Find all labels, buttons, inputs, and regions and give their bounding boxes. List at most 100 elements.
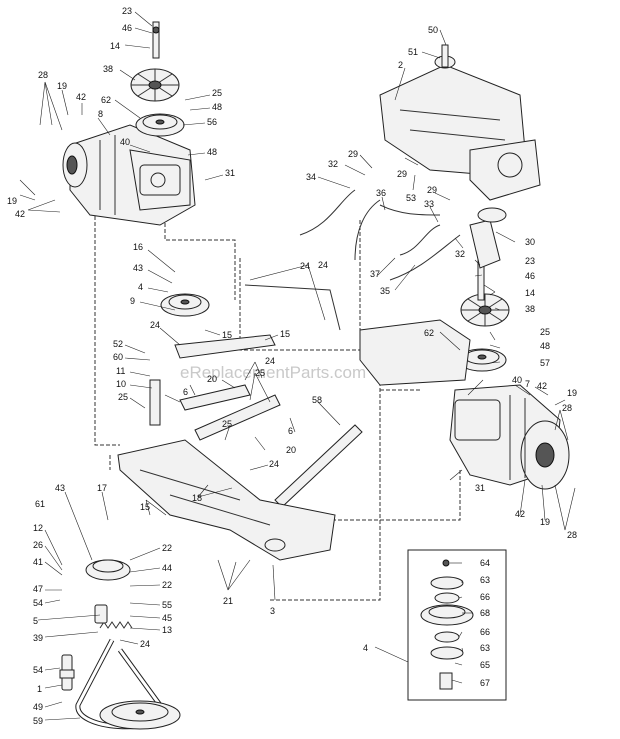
callout-29: 29 [427,185,437,195]
callout-46: 46 [122,23,132,33]
callout-46: 46 [525,271,535,281]
callout-25: 25 [540,327,550,337]
callout-28: 28 [38,70,48,80]
callout-23: 23 [525,256,535,266]
callout-52: 52 [113,339,123,349]
idler-arm [174,334,276,359]
callout-54: 54 [33,598,43,608]
callout-66: 66 [480,627,490,637]
callout-51: 51 [408,47,418,57]
callout-10: 10 [116,379,126,389]
linkage-levers [149,379,281,441]
callout-32: 32 [455,249,465,259]
callout-24: 24 [150,320,160,330]
callout-55: 55 [162,600,172,610]
callout-15: 15 [222,330,232,340]
callout-25: 25 [118,392,128,402]
callout-38: 38 [103,64,113,74]
callout-45: 45 [162,613,172,623]
callout-20: 20 [286,445,296,455]
callout-28: 28 [562,403,572,413]
callout-24: 24 [269,459,279,469]
hydraulic-hoses [299,189,461,281]
callout-48: 48 [207,147,217,157]
callout-14: 14 [525,288,535,298]
callout-57: 57 [540,358,550,368]
callout-42: 42 [76,92,86,102]
left-input-pulley [135,113,185,137]
callout-19: 19 [567,388,577,398]
engine-frame [379,64,541,201]
right-input-pulley [457,348,507,372]
callout-68: 68 [480,608,490,618]
callout-13: 13 [162,625,172,635]
callout-47: 47 [33,584,43,594]
callout-39: 39 [33,633,43,643]
left-fan-bolt [152,21,160,59]
oil-filter [469,219,501,269]
callout-65: 65 [480,660,490,670]
callout-25: 25 [212,88,222,98]
leader-lines [19,11,576,721]
callout-numbers: 23 46 14 38 62 28 19 42 8 40 25 48 56 48… [7,6,577,726]
callout-62: 62 [101,95,111,105]
callout-1: 1 [37,684,42,694]
callout-36: 36 [376,188,386,198]
callout-31: 31 [475,483,485,493]
callout-4: 4 [138,282,143,292]
callout-61: 61 [35,499,45,509]
callout-7: 7 [525,379,530,389]
callout-19: 19 [540,517,550,527]
callout-42: 42 [15,209,25,219]
callout-41: 41 [33,557,43,567]
left-cooling-fan [130,68,180,102]
control-rod [244,284,341,331]
engine-base [359,319,471,386]
right-cooling-fan [460,293,510,327]
callout-60: 60 [113,352,123,362]
callout-22: 22 [162,543,172,553]
oil-filter-bracket [434,44,456,69]
drive-pulley [85,559,131,581]
callout-40: 40 [512,375,522,385]
callout-15: 15 [280,329,290,339]
right-transaxle [449,384,570,490]
callout-14: 14 [110,41,120,51]
lower-pulley [99,700,181,730]
callout-23: 23 [122,6,132,16]
callout-62: 62 [424,328,434,338]
callout-8: 8 [98,109,103,119]
callout-26: 26 [33,540,43,550]
callout-43: 43 [55,483,65,493]
callout-24: 24 [265,356,275,366]
callout-6: 6 [183,387,188,397]
callout-48: 48 [540,341,550,351]
callout-24: 24 [140,639,150,649]
callout-35: 35 [380,286,390,296]
callout-44: 44 [162,563,172,573]
filter-element [477,207,507,223]
callout-22: 22 [162,580,172,590]
callout-59: 59 [33,716,43,726]
callout-37: 37 [370,269,380,279]
callout-33: 33 [424,199,434,209]
callout-20: 20 [207,374,217,384]
callout-19: 19 [57,81,67,91]
callout-2: 2 [398,60,403,70]
callout-58: 58 [312,395,322,405]
callout-50: 50 [428,25,438,35]
callout-11: 11 [116,366,125,376]
callout-66: 66 [480,592,490,602]
tension-rod [274,424,363,508]
spacer-shaft [59,604,108,691]
callout-28: 28 [567,530,577,540]
callout-54: 54 [33,665,43,675]
callout-63: 63 [480,575,490,585]
center-idler-pulley [160,293,210,317]
callout-6: 6 [288,426,293,436]
callout-16: 16 [133,242,143,252]
pulley-inset-box [407,549,507,701]
callout-42: 42 [537,381,547,391]
callout-5: 5 [33,616,38,626]
